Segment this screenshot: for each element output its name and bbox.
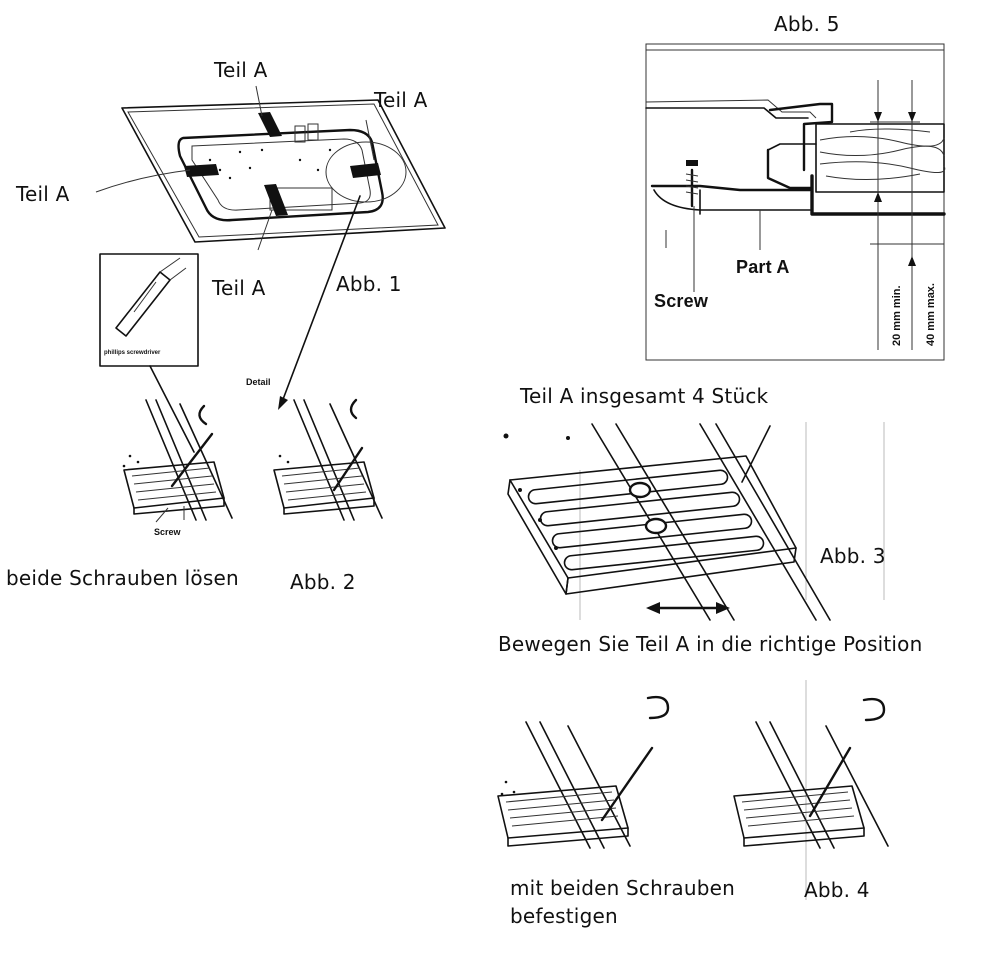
label-20mm-min: 20 mm min. xyxy=(891,285,903,346)
label-teil-a-bottom: Teil A xyxy=(212,276,266,300)
abb5-cross-section xyxy=(645,43,946,361)
hob-frame-drawing xyxy=(95,85,446,410)
label-teil-a-insgesamt: Teil A insgesamt 4 Stück xyxy=(520,384,769,408)
label-teil-a-left: Teil A xyxy=(16,182,70,206)
label-phillips-screwdriver: phillips screwdriver xyxy=(104,350,161,356)
label-teil-a-top: Teil A xyxy=(214,58,268,82)
label-abb-3: Abb. 3 xyxy=(820,544,886,568)
label-screw: Screw xyxy=(654,291,709,311)
abb2-right-bracket xyxy=(273,398,383,521)
abb3-bracket xyxy=(503,422,885,621)
label-abb-1: Abb. 1 xyxy=(336,272,402,296)
label-abb-4: Abb. 4 xyxy=(804,878,870,902)
label-detail: Detail xyxy=(246,377,271,387)
label-abb-2: Abb. 2 xyxy=(290,570,356,594)
label-befestigen: befestigen xyxy=(510,904,618,928)
label-screw-small: Screw xyxy=(154,527,181,537)
abb2-left-bracket xyxy=(122,399,233,523)
abb4-right-bracket xyxy=(733,680,889,900)
label-mit-beiden-schrauben: mit beiden Schrauben xyxy=(510,876,736,900)
label-teil-a-right: Teil A xyxy=(374,88,428,112)
label-part-a: Part A xyxy=(736,257,790,277)
label-40mm-max: 40 mm max. xyxy=(925,283,937,346)
label-bewegen-sie-teil-a: Bewegen Sie Teil A in die richtige Posit… xyxy=(498,632,923,656)
abb4-left-bracket xyxy=(497,695,670,849)
label-abb-5: Abb. 5 xyxy=(774,12,840,36)
label-beide-schrauben-loesen: beide Schrauben lösen xyxy=(6,566,239,590)
screwdriver-box xyxy=(99,253,199,453)
